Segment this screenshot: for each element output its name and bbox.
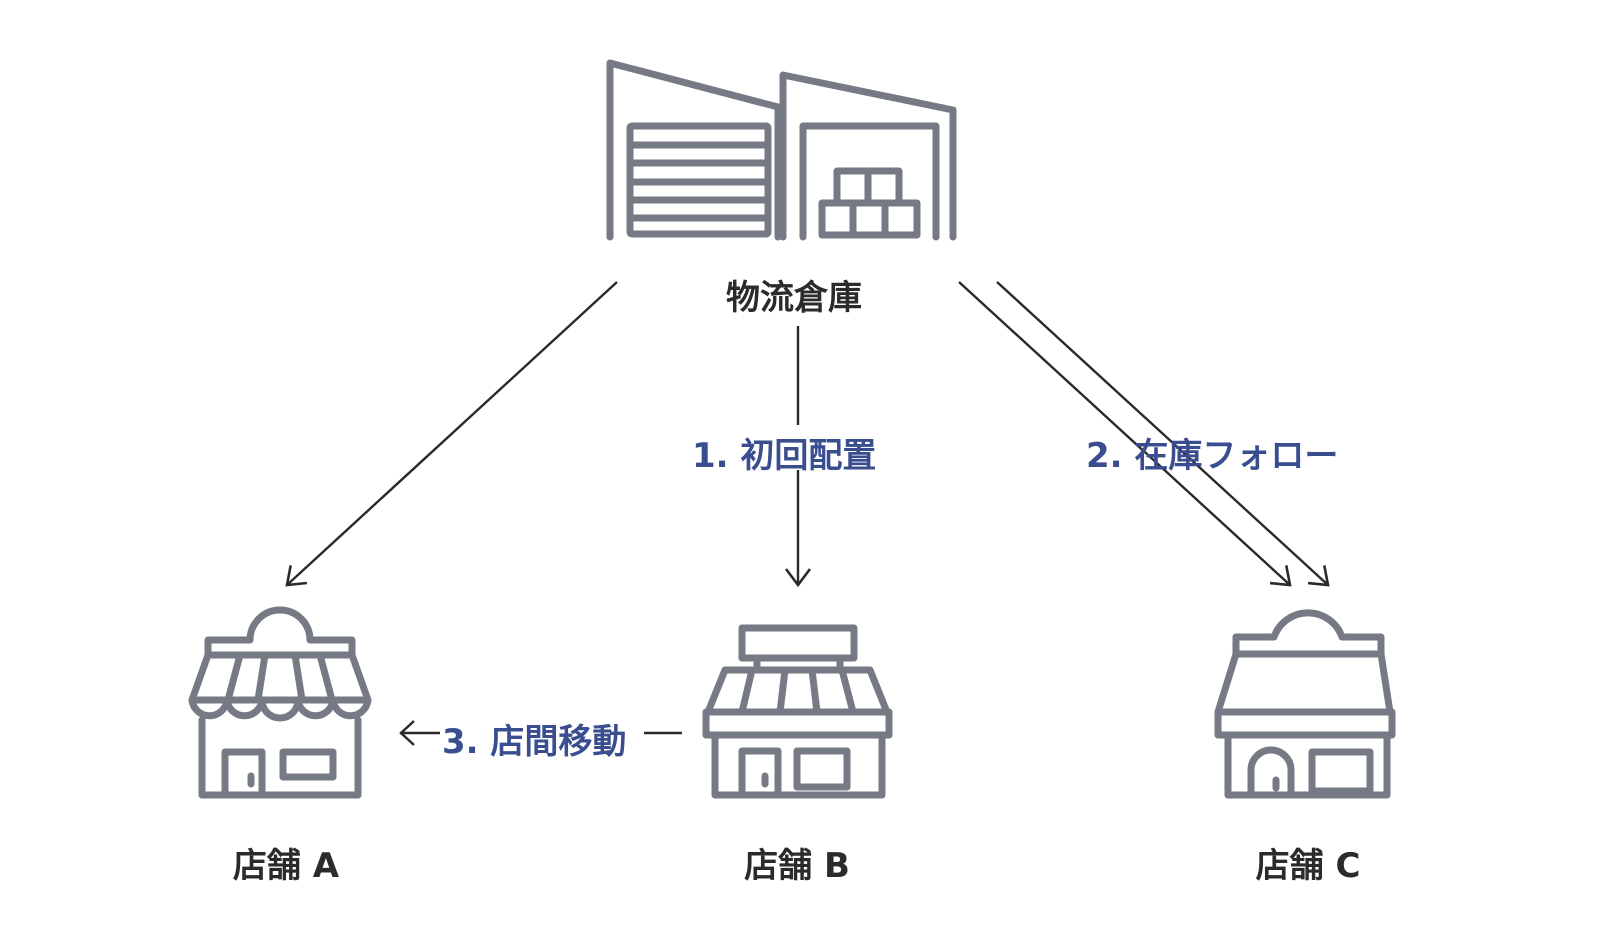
store-b-label: 店舗 B — [744, 846, 850, 886]
store-c-label: 店舗 C — [1255, 846, 1361, 886]
warehouse-label: 物流倉庫 — [726, 278, 862, 318]
store-b-icon — [702, 624, 893, 799]
store-a-label: 店舗 A — [232, 846, 340, 886]
step-2-label: 2. 在庫フォロー — [1086, 436, 1339, 476]
warehouse-icon — [606, 59, 957, 241]
arrow-store-b-to-store-a-head — [399, 720, 440, 746]
arrow-warehouse-to-store-c-initial — [958, 281, 1292, 587]
step-1-label: 1. 初回配置 — [692, 436, 877, 476]
arrow-warehouse-to-store-c-followup — [996, 281, 1330, 587]
store-c-icon — [1214, 609, 1396, 799]
store-a-icon — [188, 606, 372, 799]
arrow-warehouse-to-store-a — [285, 281, 618, 587]
step-3-label: 3. 店間移動 — [442, 722, 627, 762]
